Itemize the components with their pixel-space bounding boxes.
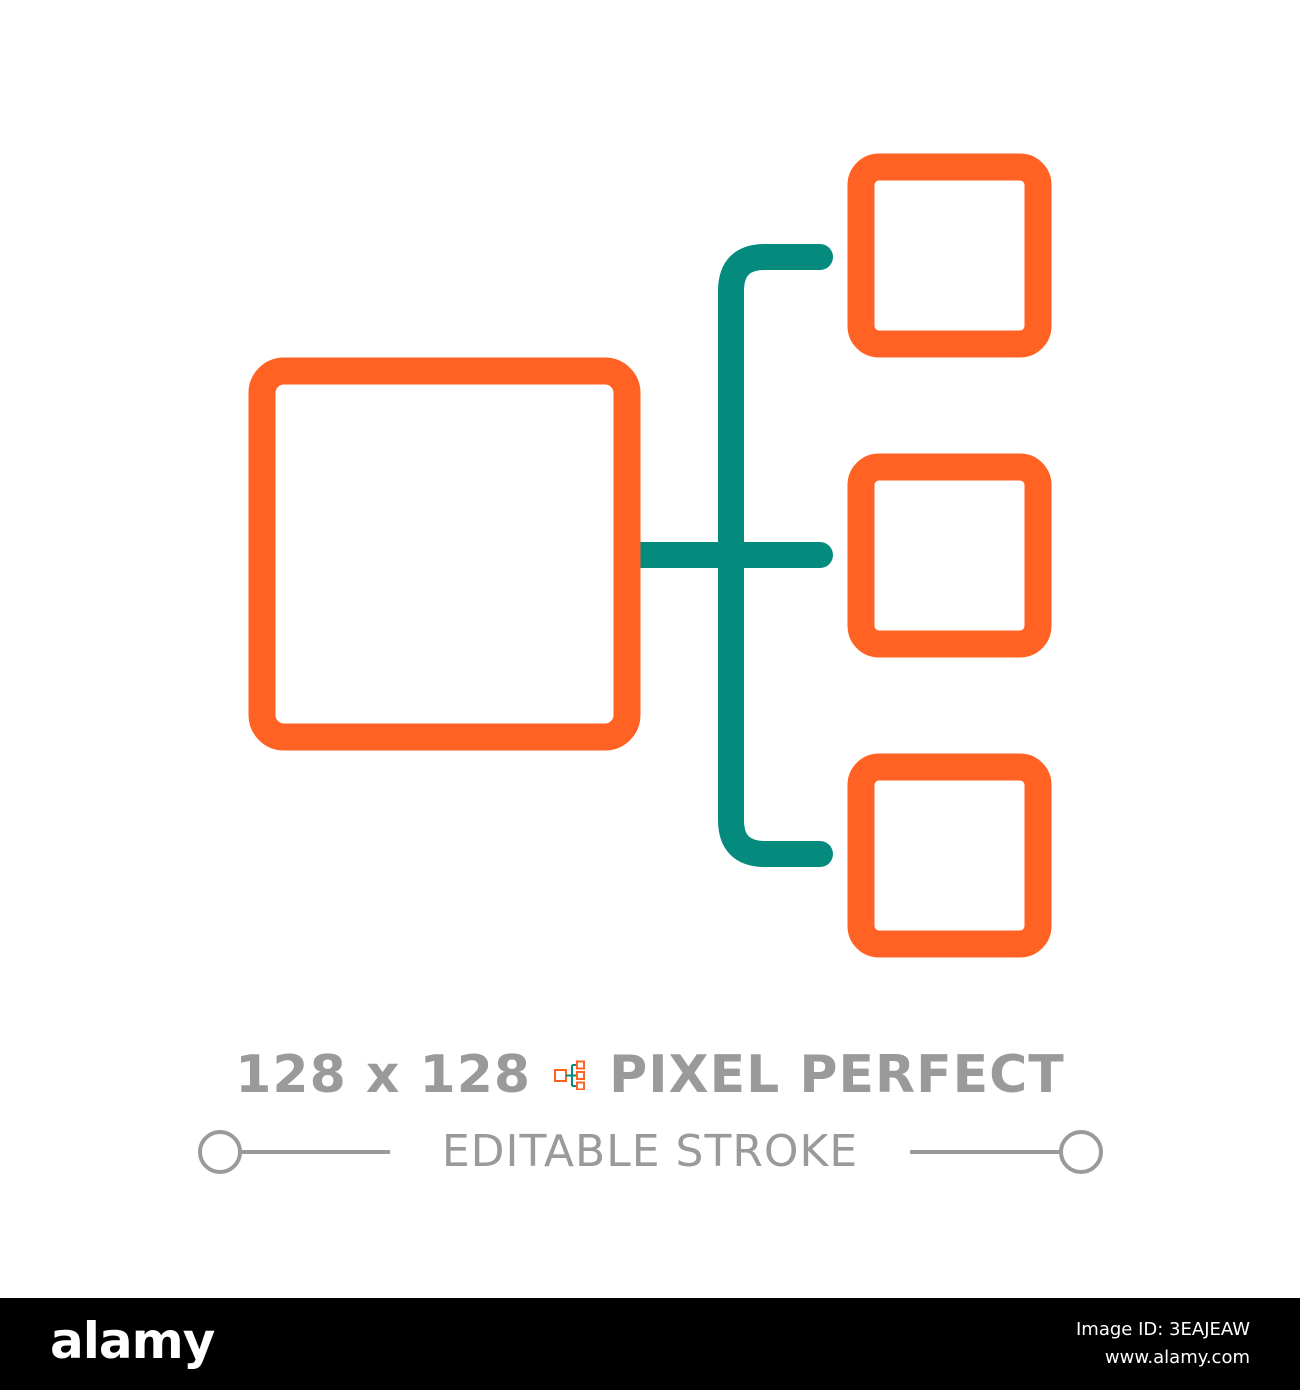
- hierarchy-structure-icon: [248, 153, 1052, 958]
- alamy-logo: alamy: [50, 1312, 215, 1370]
- child-box-middle: [847, 453, 1052, 658]
- footer-meta: Image ID: 3EAJEAW www.alamy.com: [1076, 1316, 1250, 1372]
- connector-lines: [627, 244, 833, 867]
- mini-hierarchy-icon: [554, 1060, 586, 1090]
- quality-text: PIXEL PERFECT: [609, 1045, 1065, 1105]
- hierarchy-boxes: [248, 153, 1052, 958]
- site-url: www.alamy.com: [1104, 1347, 1250, 1368]
- child-box-top: [847, 153, 1052, 358]
- parent-box: [248, 357, 641, 751]
- editable-stroke-caption: EDITABLE STROKE: [0, 1118, 1300, 1188]
- watermark-footer: alamy Image ID: 3EAJEAW www.alamy.com: [0, 1298, 1300, 1390]
- connector-bracket: [718, 244, 833, 867]
- stroke-text: EDITABLE STROKE: [441, 1126, 859, 1177]
- size-caption: 128 x 128 PIXEL PERFECT: [0, 1040, 1300, 1110]
- stroke-endpoint-right-icon: [1059, 1130, 1103, 1174]
- image-id: Image ID: 3EAJEAW: [1076, 1319, 1250, 1340]
- size-text: 128 x 128: [235, 1045, 532, 1105]
- child-box-bottom: [847, 753, 1052, 958]
- stroke-line-decoration: [198, 1130, 1103, 1174]
- stroke-endpoint-left-icon: [198, 1130, 242, 1174]
